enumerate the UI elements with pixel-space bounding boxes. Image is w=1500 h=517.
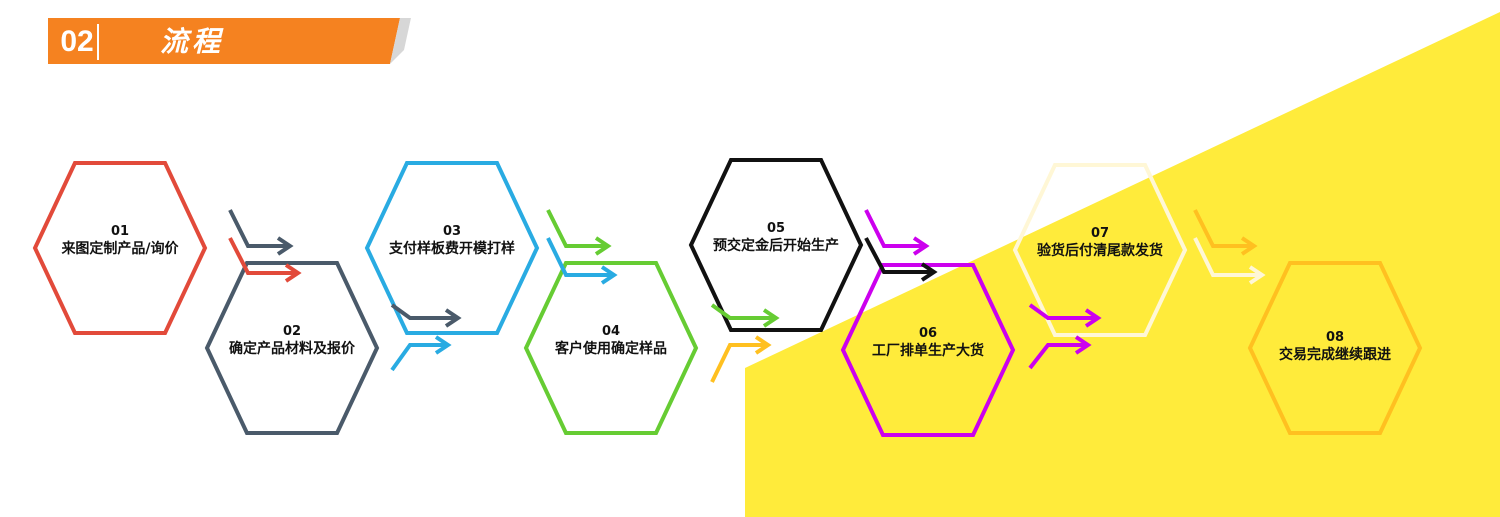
header-page-curl	[390, 18, 411, 64]
section-header-banner	[48, 18, 411, 64]
arrow-3-upper	[546, 209, 612, 256]
step-5-number: 05	[766, 221, 786, 236]
step-2-hexagon	[204, 261, 380, 435]
step-7-text: 验货后付清尾款发货	[1037, 243, 1163, 259]
step-8-text: 交易完成继续跟进	[1279, 347, 1391, 363]
arrow-2-lower	[390, 335, 452, 372]
step-1-number: 01	[110, 224, 130, 239]
step-7-hexagon	[1012, 163, 1188, 337]
step-4-text: 客户使用确定样品	[555, 341, 667, 357]
step-6-number: 06	[918, 326, 938, 341]
step-6-label: 06 工厂排单生产大货	[828, 326, 1028, 361]
arrow-5-upper	[864, 209, 930, 256]
step-8-label: 08 交易完成继续跟进	[1235, 330, 1435, 365]
arrow-5-lower	[864, 237, 938, 282]
step-7-label: 07 验货后付清尾款发货	[1000, 226, 1200, 261]
section-title: 流程	[160, 25, 225, 58]
step-6-text: 工厂排单生产大货	[872, 343, 984, 359]
step-3-label: 03 支付样板费开模打样	[352, 224, 552, 259]
step-1-text: 来图定制产品/询价	[61, 241, 179, 257]
step-5-label: 05 预交定金后开始生产	[676, 221, 876, 256]
arrow-1-upper	[228, 209, 294, 256]
arrow-3-lower	[546, 237, 618, 285]
arrow-6-upper	[1028, 303, 1102, 328]
arrow-4-upper	[710, 303, 780, 328]
step-3-hexagon	[364, 161, 540, 335]
step-6-hexagon	[840, 263, 1016, 437]
arrow-1-lower	[228, 237, 302, 283]
arrow-2-upper	[390, 303, 462, 328]
arrow-6-lower	[1028, 335, 1092, 370]
step-2-label: 02 确定产品材料及报价	[192, 324, 392, 359]
step-5-text: 预交定金后开始生产	[713, 238, 839, 254]
arrow-4-lower	[710, 335, 772, 383]
step-8-number: 08	[1325, 330, 1345, 345]
step-5-hexagon	[688, 158, 864, 332]
arrow-7-lower	[1193, 237, 1266, 285]
step-8-hexagon	[1247, 261, 1423, 435]
step-1-label: 01 来图定制产品/询价	[20, 224, 220, 259]
arrow-7-upper	[1193, 209, 1258, 256]
step-2-number: 02	[282, 324, 302, 339]
step-4-hexagon	[523, 261, 699, 435]
step-2-text: 确定产品材料及报价	[229, 341, 355, 357]
step-4-number: 04	[601, 324, 621, 339]
step-3-text: 支付样板费开模打样	[389, 241, 515, 257]
step-7-number: 07	[1090, 226, 1110, 241]
step-4-label: 04 客户使用确定样品	[511, 324, 711, 359]
step-3-number: 03	[442, 224, 462, 239]
section-number: 02	[60, 25, 94, 58]
step-1-hexagon	[32, 161, 208, 335]
